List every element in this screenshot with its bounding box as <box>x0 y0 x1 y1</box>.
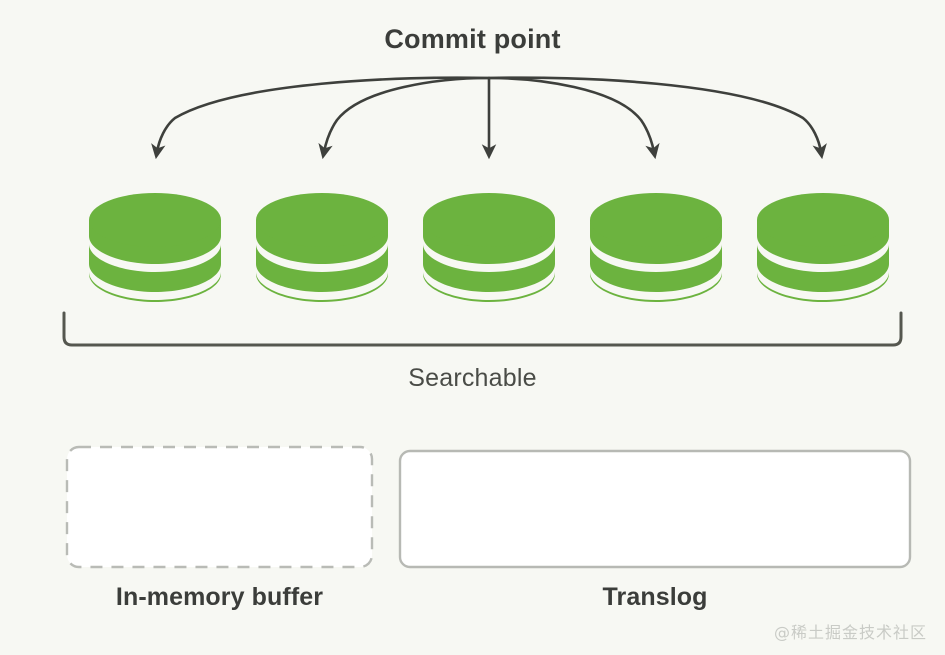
arrow-to-shard-5 <box>487 76 827 160</box>
segment-cylinder-5 <box>757 193 889 302</box>
translog-box <box>398 449 912 569</box>
arrow-to-shard-4 <box>487 76 660 160</box>
watermark: @稀土掘金技术社区 <box>773 623 927 642</box>
in-memory-buffer-label: In-memory buffer <box>115 583 324 611</box>
segment-cylinder-3 <box>423 193 555 302</box>
segment-cylinder-2 <box>256 193 388 302</box>
bracket-path <box>62 311 903 347</box>
arrow-to-shard-2 <box>318 76 491 160</box>
arrow-to-shard-1 <box>151 76 491 160</box>
in-memory-buffer-box <box>65 445 374 569</box>
segment-cylinder-1 <box>89 193 221 302</box>
page-title: Commit point <box>384 24 561 54</box>
searchable-label: Searchable <box>408 364 537 392</box>
translog-label: Translog <box>602 583 708 611</box>
segment-cylinder-4 <box>590 193 722 302</box>
